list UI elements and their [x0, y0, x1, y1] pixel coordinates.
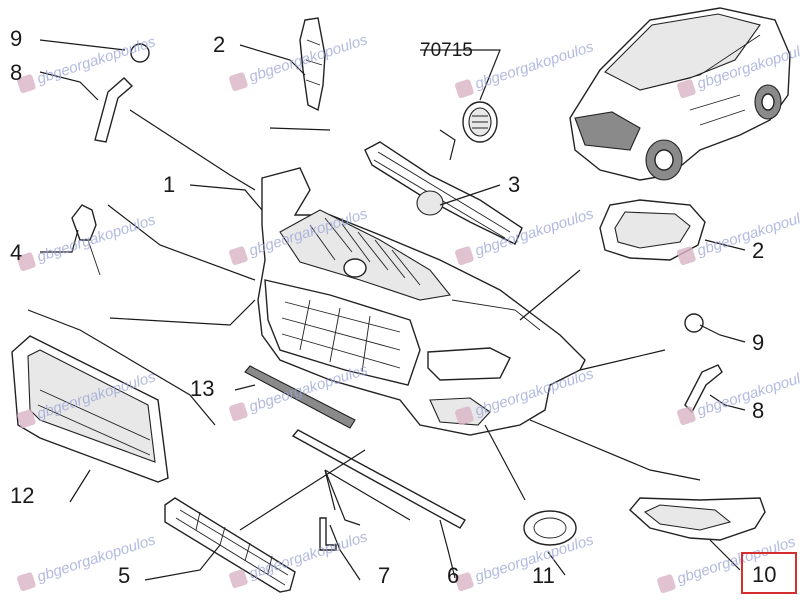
- strip-part-13: [244, 365, 356, 429]
- leader-lines: [27, 39, 746, 581]
- callout-10-highlight-box: [741, 552, 797, 594]
- watermark-15: gbgeorgakopoulos: [455, 531, 596, 592]
- callout-3[interactable]: 3: [508, 172, 520, 197]
- clip-part-7: [319, 517, 337, 551]
- callout-9-right[interactable]: 9: [752, 330, 764, 355]
- callout-1[interactable]: 1: [163, 172, 175, 197]
- strip-part-6: [291, 429, 466, 529]
- upper-grille-part-3: [364, 141, 523, 245]
- callout-2-top[interactable]: 2: [213, 32, 225, 57]
- callout-8-left[interactable]: 8: [10, 60, 22, 85]
- cap-part-9-left: [130, 43, 150, 63]
- fog-frame-part-2-right: [599, 199, 706, 261]
- callout-8-right[interactable]: 8: [752, 398, 764, 423]
- callout-2-right[interactable]: 2: [752, 238, 764, 263]
- trim-strip-part-8-left: [94, 77, 134, 143]
- svg-text:gbgeorgakopoulos: gbgeorgakopoulos: [695, 205, 800, 259]
- callout-11[interactable]: 11: [532, 563, 555, 588]
- watermark-2: gbgeorgakopoulos: [229, 31, 370, 92]
- callout-5[interactable]: 5: [118, 563, 130, 588]
- callout-9-left[interactable]: 9: [10, 26, 22, 51]
- watermark-13: gbgeorgakopoulos: [17, 531, 158, 592]
- part-number-70715[interactable]: 70715: [420, 40, 473, 61]
- svg-text:gbgeorgakopoulos: gbgeorgakopoulos: [35, 531, 158, 585]
- lower-grille-part-5: [164, 497, 296, 593]
- watermark-1: gbgeorgakopoulos: [17, 33, 158, 94]
- svg-text:gbgeorgakopoulos: gbgeorgakopoulos: [473, 38, 596, 92]
- emblem-70715: [462, 101, 498, 143]
- callout-7[interactable]: 7: [378, 563, 390, 588]
- svg-text:gbgeorgakopoulos: gbgeorgakopoulos: [675, 533, 798, 587]
- callout-6[interactable]: 6: [447, 563, 459, 588]
- callout-labels: 9 8 2 70715 1 3 4 2 9 13 8 12 5 7 6 11 1…: [10, 26, 797, 594]
- front-bumper-part-1: [257, 167, 586, 436]
- cap-part-9-right: [684, 313, 704, 333]
- watermark-3: gbgeorgakopoulos: [455, 38, 596, 99]
- watermark-16: gbgeorgakopoulos: [657, 533, 798, 594]
- callout-13[interactable]: 13: [190, 376, 214, 401]
- side-grille-part-10: [629, 497, 766, 541]
- bracket-part-2-top: [299, 17, 326, 112]
- fog-cover-part-11: [523, 510, 577, 546]
- callout-10[interactable]: 10: [752, 562, 776, 587]
- callout-4[interactable]: 4: [10, 240, 22, 265]
- svg-text:gbgeorgakopoulos: gbgeorgakopoulos: [35, 211, 158, 265]
- callout-12[interactable]: 12: [10, 483, 34, 508]
